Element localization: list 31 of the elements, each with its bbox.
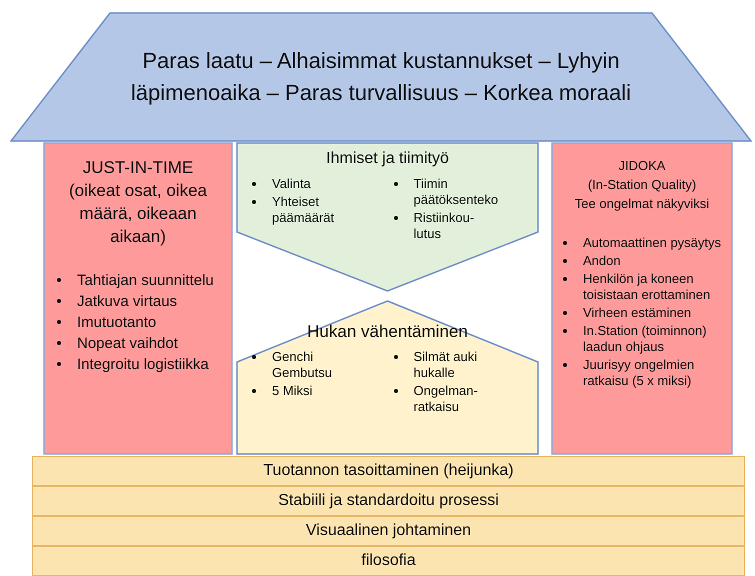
foundation-bar: Tuotannon tasoittaminen (heijunka) [32, 456, 745, 486]
bullet-text: Virheen estäminen [583, 305, 692, 320]
heading: JUST-IN-TIME [82, 157, 194, 179]
bullet-text: Ristiinkou-lutus [414, 210, 474, 241]
bullet-text: Genchi Gembutsu [272, 349, 332, 380]
bullet-text: Jatkuva virtaus [77, 293, 178, 310]
bullet-text: Valinta [272, 176, 311, 191]
bullet-text: Yhteiset päämäärät [272, 194, 334, 225]
heading: (In-Station Quality) [586, 176, 698, 194]
bullet-text: Integroitu logistiikka [77, 356, 209, 373]
foundation-bar: Stabiili ja standardoitu prosessi [32, 486, 745, 516]
heading: Tee ongelmat näkyviksi [574, 195, 710, 213]
bullet-text: Tiimin päätöksenteko [414, 176, 498, 207]
bullet-text: Tahtiajan suunnittelu [77, 272, 214, 289]
heading: JIDOKA [618, 157, 666, 175]
bullet-text: Automaattinen pysäytys [583, 235, 722, 250]
bullet-text: Juurisyy ongelmien ratkaisu (5 x miksi) [583, 357, 694, 388]
bullet-text: Andon [583, 253, 621, 268]
bullet-text: Ongelman-ratkaisu [414, 383, 478, 414]
bullet-text: Henkilön ja koneen toisistaan erottaminen [583, 271, 710, 302]
heading: (oikeat osat, oikea määrä, oikeaan aikaan) [68, 180, 208, 248]
bullet-text: Imutuotanto [77, 314, 156, 331]
heading: Ihmiset ja tiimityö [325, 149, 450, 169]
bullet-text: Silmät auki hukalle [414, 349, 478, 380]
foundation-bar: Visuaalinen johtaminen [32, 516, 745, 546]
goal-text: Paras laatu – Alhaisimmat kustannukset – Lyhyin läpimenoaika – Paras turvallisuus – Korkea moraali [130, 47, 632, 107]
bullet-text: 5 Miksi [272, 383, 312, 398]
bullet-text: Nopeat vaihdot [77, 335, 178, 352]
foundation-bar: filosofia [32, 546, 745, 576]
bullet-text: In.Station (toiminnon) laadun ohjaus [583, 323, 707, 354]
heading: Hukan vähentäminen [306, 321, 469, 343]
